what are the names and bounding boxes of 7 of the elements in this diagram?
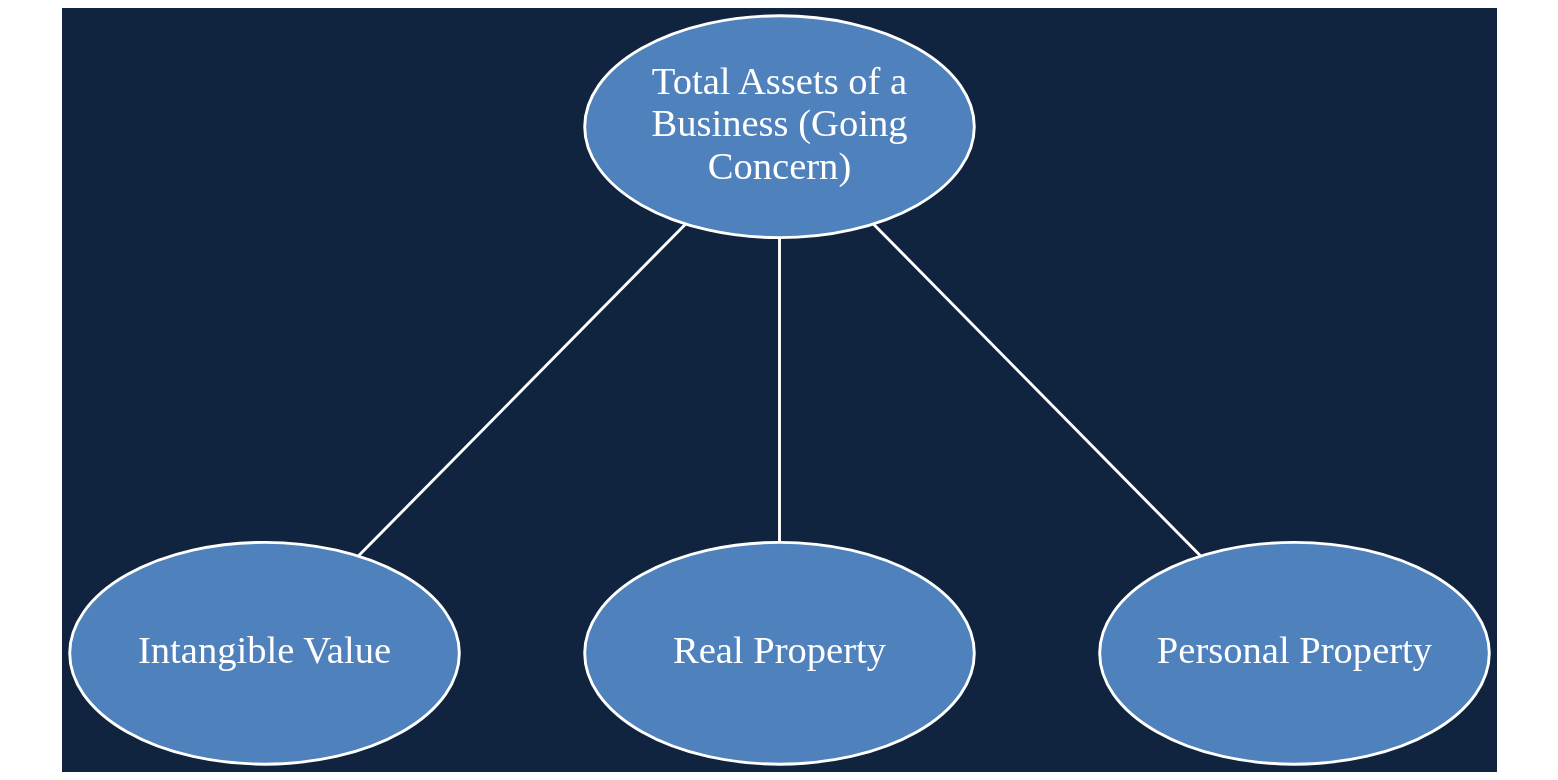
connector bbox=[357, 222, 687, 557]
node-ellipse: Intangible Value bbox=[67, 540, 461, 766]
node-ellipse: Real Property bbox=[582, 540, 976, 766]
connector bbox=[871, 222, 1201, 557]
node-ellipse: Total Assets of a Business (Going Concern) bbox=[582, 14, 976, 240]
node-ellipse: Personal Property bbox=[1097, 540, 1491, 766]
connector bbox=[777, 238, 781, 542]
